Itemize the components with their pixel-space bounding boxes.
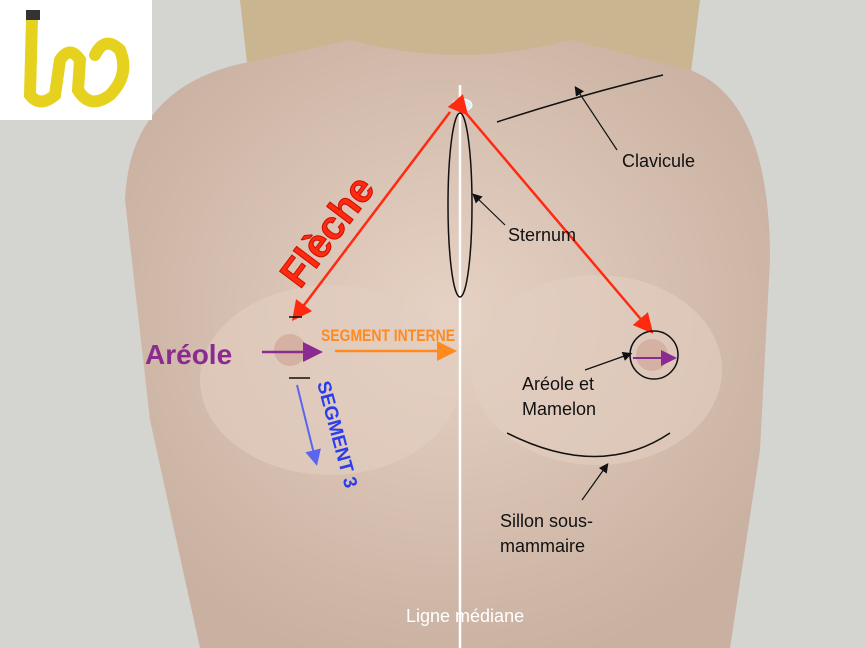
areola-pointer [584, 351, 633, 371]
areole-mamelon-label-2: Mamelon [522, 399, 596, 419]
sillon-label-2: mammaire [500, 536, 585, 556]
segment-interne-label: SEGMENT INTERNE [321, 326, 455, 345]
right-breast [472, 275, 722, 465]
fleche-left-arrow [291, 111, 451, 321]
segment-3-arrow [296, 384, 321, 466]
left-areola [274, 334, 306, 366]
hair [240, 0, 700, 90]
inframammary-fold [506, 432, 671, 458]
right-areola [636, 339, 668, 371]
ligne-mediane-label: Ligne médiane [406, 606, 524, 626]
sternum-label: Sternum [508, 225, 576, 245]
fold-pointer [581, 463, 609, 501]
fleche-right-arrow [447, 94, 654, 334]
measuring-tape-icon [23, 10, 130, 108]
sternal-notch-marker [451, 98, 473, 112]
areole-mamelon-label-1: Aréole et [522, 374, 594, 394]
clavicule-label: Clavicule [622, 151, 695, 171]
left-breast [200, 285, 460, 475]
areole-label: Aréole [145, 339, 232, 370]
sillon-label-1: Sillon sous- [500, 511, 593, 531]
